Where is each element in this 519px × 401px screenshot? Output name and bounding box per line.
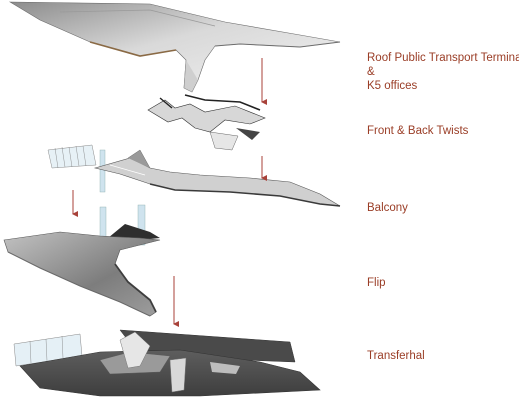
flip-layer-drawing [3,204,161,317]
label-transferhal: Transferhal [367,350,425,362]
balcony-layer-drawing [47,144,341,207]
roof-layer-drawing [8,1,341,93]
label-flip: Flip [367,277,386,289]
transferhal-layer-drawing [13,329,321,397]
label-balcony: Balcony [367,202,408,214]
twists-layer-drawing [147,94,266,151]
label-roof: Roof Public Transport Terminal & K5 offi… [367,51,519,93]
label-roof-line3: K5 offices [367,80,418,92]
label-twists: Front & Back Twists [367,125,469,137]
label-roof-line1: Roof Public Transport Terminal [367,52,519,64]
label-roof-line2: & [367,66,375,78]
